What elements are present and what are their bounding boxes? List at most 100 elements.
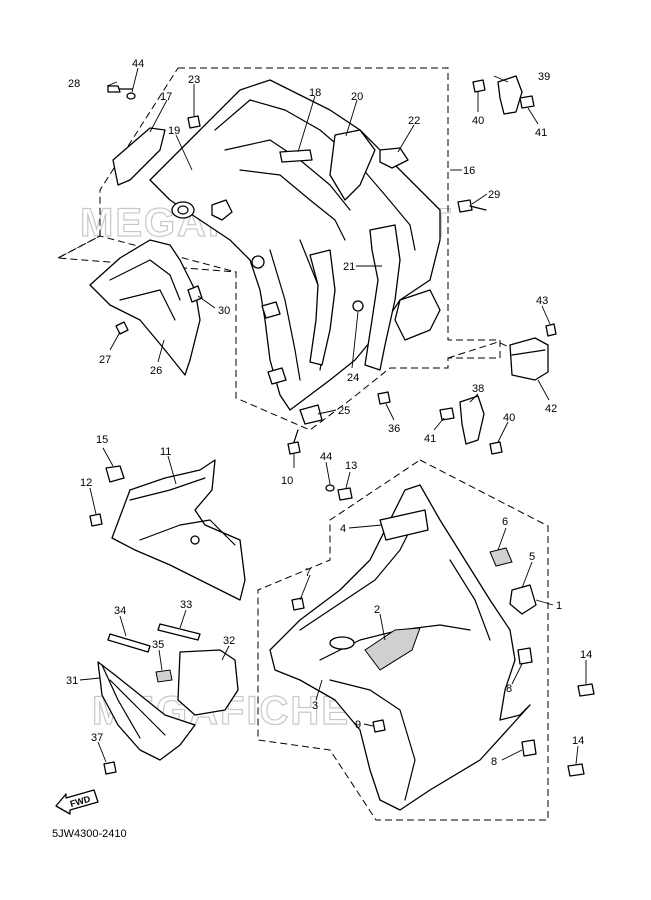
label-36: 36: [388, 423, 400, 435]
label-6: 6: [502, 516, 508, 528]
clip-mid: [261, 301, 281, 319]
label-5: 5: [529, 551, 535, 563]
label-27: 27: [99, 354, 111, 366]
bolt-10: [287, 441, 301, 455]
label-12: 12: [80, 477, 92, 489]
label-8-upper: 8: [506, 683, 512, 695]
label-11: 11: [160, 446, 171, 458]
label-25: 25: [338, 405, 350, 417]
label-26: 26: [150, 365, 162, 377]
label-41-top: 41: [535, 127, 547, 139]
bracket-right-upper: [394, 289, 441, 341]
label-23: 23: [188, 74, 200, 86]
grommet-8-lower: [521, 739, 537, 757]
label-21: 21: [343, 261, 355, 273]
strip-21: [364, 224, 401, 371]
label-19: 19: [168, 125, 180, 137]
label-31: 31: [66, 675, 78, 687]
bracket-39: [497, 75, 523, 115]
label-34: 34: [114, 605, 126, 617]
screw-37: [103, 761, 117, 775]
group-boundary-16: [56, 67, 501, 431]
upper-assembly-group: [56, 67, 521, 431]
bolt-43: [545, 323, 557, 337]
label-35: 35: [152, 639, 164, 651]
cowling-window: [329, 636, 355, 650]
bolt-28: [107, 85, 136, 100]
label-22: 22: [408, 115, 420, 127]
group-boundary-inner: [447, 341, 521, 359]
nut-41-top: [519, 95, 535, 109]
grommet-19: [171, 201, 195, 219]
label-17: 17: [160, 91, 172, 103]
strip-4: [379, 509, 429, 541]
side-panel-20: [329, 129, 376, 201]
label-42: 42: [545, 403, 557, 415]
label-14-lower: 14: [572, 735, 584, 747]
lower-cover-31: [97, 661, 196, 761]
bolt-14-lower: [567, 763, 585, 777]
clip-9: [372, 719, 386, 733]
label-7: 7: [305, 567, 311, 579]
label-18: 18: [309, 87, 321, 99]
bracket-38: [459, 395, 485, 445]
label-3: 3: [312, 700, 318, 712]
label-8-lower: 8: [491, 756, 497, 768]
washer-44-mid: [325, 484, 335, 492]
screw-36: [377, 391, 391, 405]
bracket-42: [509, 337, 549, 381]
screw-27: [115, 321, 129, 335]
bolt-40-top: [472, 79, 486, 93]
label-30: 30: [218, 305, 230, 317]
pad-35: [155, 669, 173, 683]
label-28: 28: [68, 78, 80, 90]
label-41-mid: 41: [424, 433, 436, 445]
label-16: 16: [463, 165, 475, 177]
side-panel-22: [379, 147, 409, 169]
label-39: 39: [538, 71, 550, 83]
strip-21b: [309, 249, 336, 366]
leader-lines: [79, 67, 587, 765]
air-duct-2: [364, 627, 421, 671]
fwd-arrow-icon: [55, 789, 99, 815]
label-20: 20: [351, 91, 363, 103]
label-24: 24: [347, 372, 359, 384]
forward-arrow: FWD: [55, 789, 99, 815]
clip-15: [105, 465, 125, 483]
clip-upper: [211, 199, 233, 221]
clip-7: [291, 597, 305, 611]
group-boundary-26: [57, 235, 237, 273]
clip-lower: [267, 367, 287, 385]
strip-33: [157, 623, 201, 641]
grommet-8-upper: [517, 647, 533, 665]
label-15: 15: [96, 434, 108, 446]
washer-44-top: [126, 92, 136, 100]
diagram-code: 5JW4300-2410: [52, 828, 127, 840]
bolt-14-upper: [577, 683, 595, 697]
group-boundary-1: [257, 459, 549, 821]
label-40-top: 40: [472, 115, 484, 127]
strip-34: [107, 633, 151, 653]
nut-24: [352, 300, 364, 312]
label-10: 10: [281, 475, 293, 487]
cover-32: [177, 649, 239, 716]
grommet-11: [190, 535, 200, 545]
label-14-upper: 14: [580, 649, 592, 661]
label-38: 38: [472, 383, 484, 395]
label-13: 13: [345, 460, 357, 472]
clip-25: [299, 404, 323, 425]
tab-18: [279, 149, 313, 163]
nut-41-mid: [439, 407, 455, 421]
screw-12: [89, 513, 103, 527]
pad-6: [489, 547, 513, 567]
inner-cover-11: [111, 459, 246, 601]
bolt-13: [337, 487, 353, 501]
label-40-mid: 40: [503, 412, 515, 424]
grommet-left: [251, 255, 265, 269]
pad-5: [509, 584, 537, 615]
label-44-mid: 44: [320, 451, 332, 463]
label-33: 33: [180, 599, 192, 611]
part-labels: 28 44 23 17 19 18 20 22 16 29 21 24 25 3…: [66, 58, 592, 768]
label-1: 1: [556, 600, 562, 612]
